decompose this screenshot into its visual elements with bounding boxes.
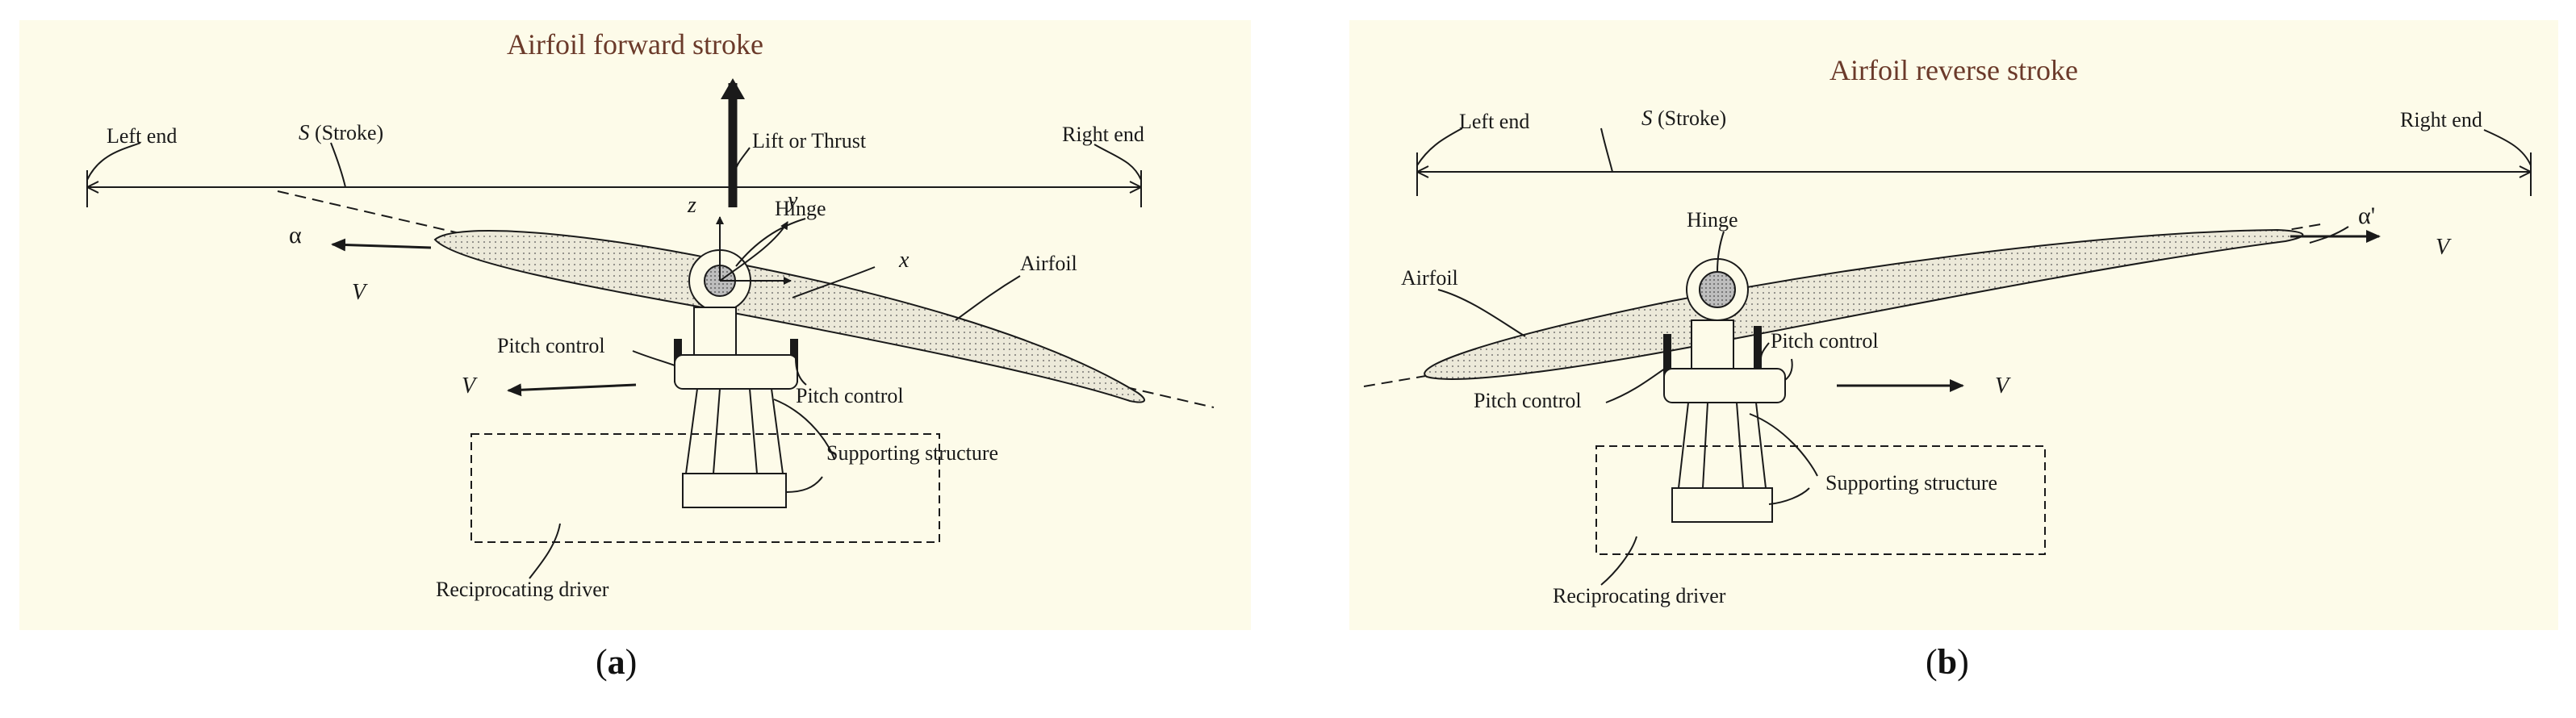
stroke-symbol: S bbox=[299, 120, 310, 144]
panel-title: Airfoil forward stroke bbox=[507, 28, 763, 61]
panel-background bbox=[19, 20, 1251, 630]
panel-title: Airfoil reverse stroke bbox=[1830, 54, 2078, 86]
forward-stroke-diagram: Airfoil forward stroke Left end Right en… bbox=[19, 20, 1251, 630]
velocity-arrow bbox=[507, 383, 637, 397]
supporting-structure bbox=[682, 388, 835, 508]
velocity-label-lower: V bbox=[462, 374, 478, 399]
alpha-leader bbox=[2309, 226, 2349, 244]
caption-b-close: ) bbox=[1957, 642, 1969, 682]
stroke-label: (Stroke) bbox=[315, 121, 383, 144]
hinge-assembly bbox=[1686, 258, 1749, 321]
caption-a-close: ) bbox=[625, 642, 638, 682]
hinge-leader bbox=[735, 218, 806, 267]
alpha-arrow bbox=[331, 238, 432, 252]
axis-y-label: y bbox=[785, 188, 798, 213]
stroke-symbol: S bbox=[1641, 106, 1653, 130]
alpha-label: α bbox=[289, 222, 302, 248]
reciprocating-driver-leader bbox=[529, 523, 561, 579]
velocity-label-upper: V bbox=[2436, 235, 2452, 260]
reciprocating-driver-label: Reciprocating driver bbox=[436, 578, 609, 601]
reverse-stroke-diagram: Airfoil reverse stroke Left end Right en… bbox=[1349, 20, 2558, 630]
hinge-label: Hinge bbox=[775, 197, 826, 220]
lift-leader bbox=[734, 147, 751, 176]
pitch-control-right-label: Pitch control bbox=[1771, 329, 1879, 353]
pitch-control-right-leader bbox=[794, 350, 807, 386]
airfoil-leader bbox=[955, 275, 1021, 321]
lift-label: Lift or Thrust bbox=[752, 129, 867, 152]
panel-background bbox=[1349, 20, 2558, 630]
axis-x-label: x bbox=[898, 248, 910, 273]
stroke-dimension-line bbox=[1416, 127, 2532, 196]
airfoil-label: Airfoil bbox=[1401, 266, 1458, 290]
caption-b-open: ( bbox=[1926, 642, 1938, 682]
pitch-control-left-leader bbox=[1605, 366, 1668, 403]
airfoil-label: Airfoil bbox=[1020, 252, 1077, 275]
reciprocating-driver-box bbox=[1595, 445, 2046, 555]
supporting-structure bbox=[1671, 402, 1818, 523]
pitch-control-left-label: Pitch control bbox=[1474, 389, 1582, 412]
hinge-label: Hinge bbox=[1687, 208, 1738, 232]
velocity-label-lower: V bbox=[1995, 374, 2011, 399]
axis-z-label: z bbox=[687, 193, 696, 218]
left-end-label: Left end bbox=[1459, 110, 1529, 133]
stroke-label: (Stroke) bbox=[1658, 106, 1726, 130]
caption-b: (b) bbox=[1926, 641, 1969, 683]
hinge-leader bbox=[1717, 231, 1725, 273]
velocity-label-upper: V bbox=[352, 280, 368, 305]
stroke-dimension-line bbox=[86, 142, 1142, 207]
panel-reverse-stroke: Airfoil reverse stroke Left end Right en… bbox=[1349, 20, 2558, 630]
supporting-structure-label: Supporting structure bbox=[826, 441, 998, 465]
airfoil-leader bbox=[1437, 289, 1526, 337]
coordinate-axes bbox=[716, 216, 876, 298]
airfoil-shape bbox=[433, 230, 1145, 403]
left-end-label: Left end bbox=[107, 124, 177, 148]
alpha-label: α' bbox=[2358, 202, 2375, 229]
pitch-control-left-leader bbox=[632, 350, 675, 366]
pitch-control-right-label: Pitch control bbox=[796, 384, 904, 407]
pitch-control-right-leader bbox=[1760, 342, 1770, 360]
reciprocating-driver-label: Reciprocating driver bbox=[1553, 584, 1726, 607]
reciprocating-driver-box bbox=[470, 433, 940, 543]
right-end-label: Right end bbox=[1062, 123, 1144, 146]
caption-a-letter: a bbox=[607, 642, 625, 682]
supporting-structure-label: Supporting structure bbox=[1825, 471, 1997, 495]
right-end-label: Right end bbox=[2400, 108, 2482, 131]
reciprocating-driver-leader bbox=[1600, 536, 1637, 586]
caption-a-open: ( bbox=[596, 642, 608, 682]
caption-b-letter: b bbox=[1937, 642, 1958, 682]
pitch-control-left-leader-2 bbox=[1784, 358, 1793, 381]
panel-forward-stroke: Airfoil forward stroke Left end Right en… bbox=[19, 20, 1251, 630]
pitch-control-left-label: Pitch control bbox=[497, 334, 605, 357]
caption-a: (a) bbox=[596, 641, 637, 683]
airfoil-shape bbox=[1424, 228, 2304, 380]
